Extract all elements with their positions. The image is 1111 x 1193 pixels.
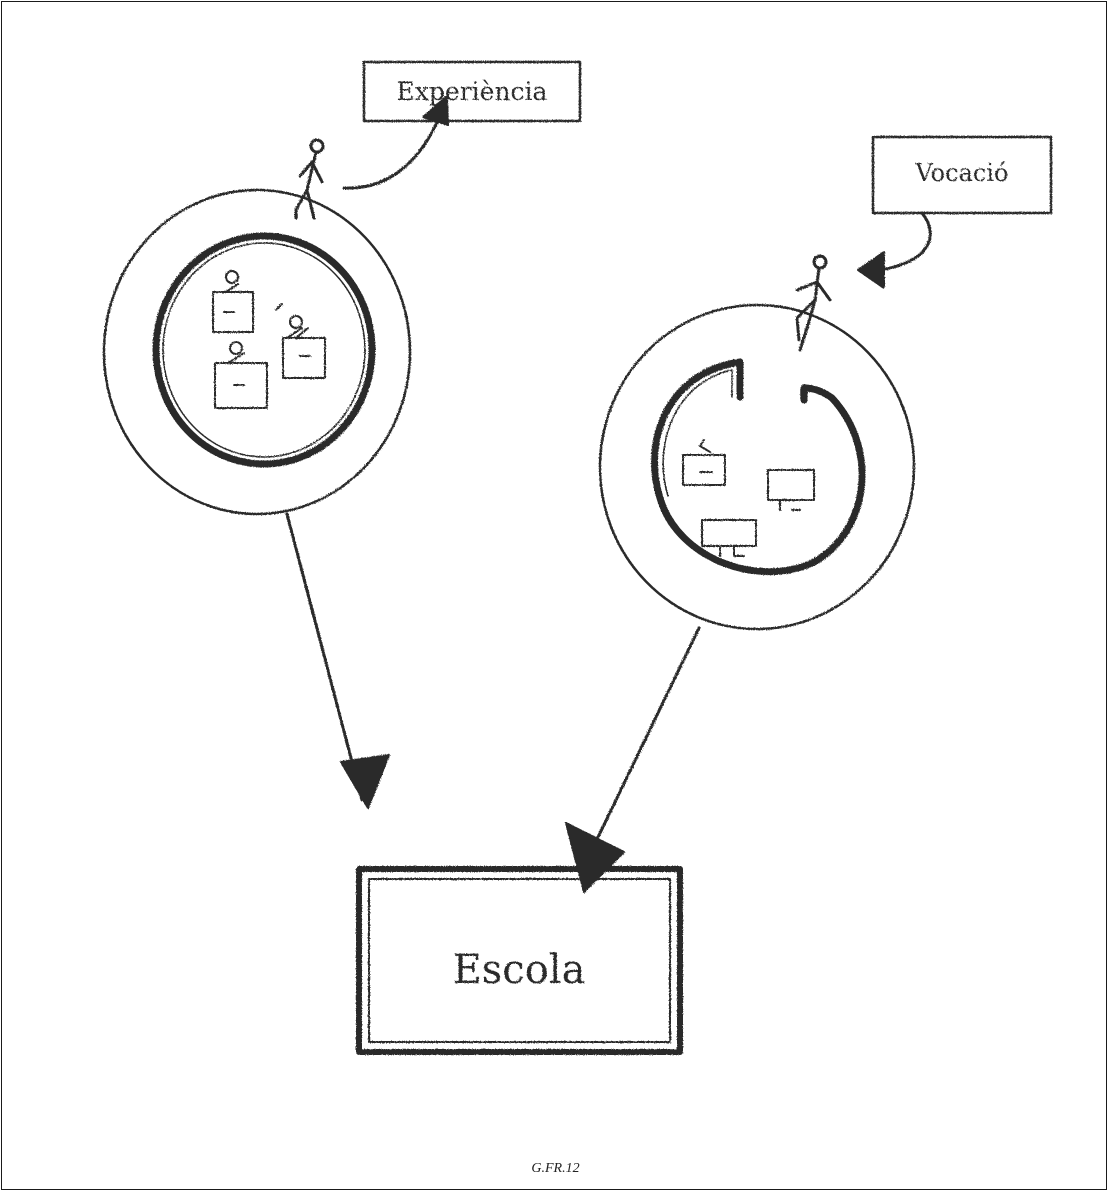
arrow-to-experience xyxy=(342,95,449,190)
experience-label: Experiència xyxy=(397,77,548,106)
figure-caption: G.FR.12 xyxy=(531,1161,580,1176)
vocation-label: Vocació xyxy=(915,159,1009,187)
walking-person-right xyxy=(795,254,832,352)
school-label: Escola xyxy=(453,947,586,993)
right-outer-circle xyxy=(598,303,916,631)
arrow-from-vocation xyxy=(857,211,932,289)
walking-person-left xyxy=(294,138,325,220)
left-inner-circle-closed xyxy=(152,232,376,468)
experience-label-box: Experiència xyxy=(362,60,582,123)
arrow-left-to-school xyxy=(285,512,390,809)
right-inner-circle-open xyxy=(650,358,866,576)
school-box: Escola xyxy=(356,866,683,1055)
vocation-label-box: Vocació xyxy=(871,135,1053,215)
desk-figures-right xyxy=(682,439,815,557)
arrow-right-to-school xyxy=(565,626,701,893)
left-outer-circle xyxy=(102,188,412,516)
desk-figures-left xyxy=(212,270,326,409)
